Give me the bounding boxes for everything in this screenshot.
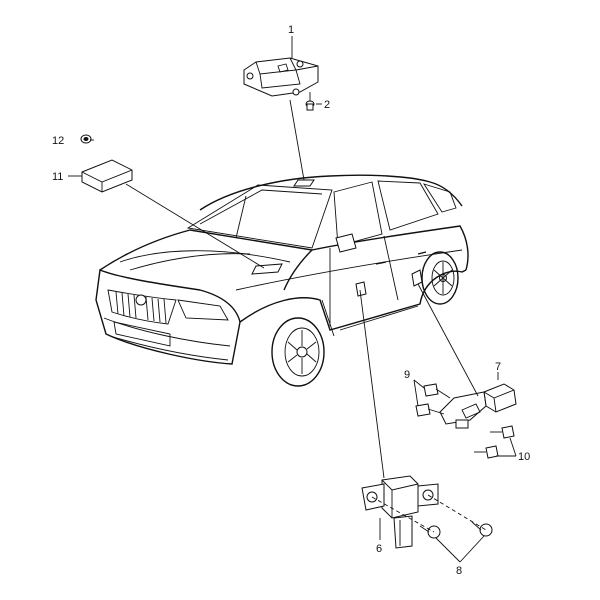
part-2-screw <box>305 92 315 111</box>
part-8-bolts <box>419 521 493 539</box>
marker-roof <box>293 179 315 187</box>
part-12-nut <box>80 134 92 144</box>
dashed-guide-left <box>371 496 435 533</box>
callout-1: 1 <box>288 24 294 36</box>
part-1-bracket <box>243 57 319 97</box>
brand-logo-icon <box>135 294 147 306</box>
callout-6: 6 <box>376 543 382 555</box>
marker-door <box>355 281 367 297</box>
marker-rear <box>411 269 423 287</box>
part-7-sensor <box>439 383 517 429</box>
callout-12: 12 <box>52 135 64 147</box>
leader-lines <box>68 36 517 563</box>
callout-10: 10 <box>518 451 530 463</box>
callout-9: 9 <box>404 369 410 381</box>
callout-labels: 1 2 6 7 8 9 10 11 12 <box>52 24 530 577</box>
callout-2: 2 <box>324 99 330 111</box>
car-illustration <box>95 174 469 387</box>
callout-8: 8 <box>456 565 462 577</box>
callout-7: 7 <box>495 361 501 373</box>
part-6-sensor <box>361 475 439 549</box>
part-10-screws <box>474 425 515 459</box>
part-9-screws <box>415 383 451 417</box>
dashed-guide-right <box>427 494 487 531</box>
callout-11: 11 <box>52 171 63 183</box>
marker-hood <box>251 263 283 275</box>
part-11-control-module <box>81 159 133 193</box>
